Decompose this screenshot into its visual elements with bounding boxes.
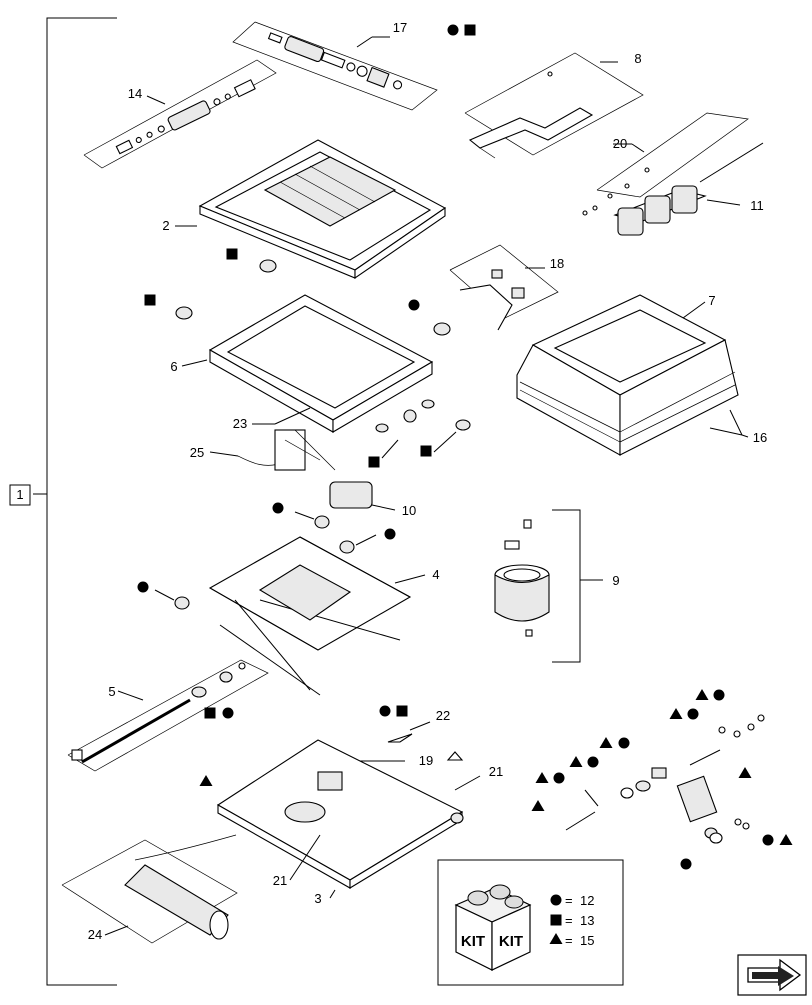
callout-14: 14 [128, 86, 142, 101]
kit-label-right: KIT [499, 933, 523, 950]
part-14-damper-kit [83, 59, 277, 169]
legend-circle-number: 12 [580, 893, 594, 908]
marker-triangle [599, 737, 613, 748]
part-17-damper-kit [232, 21, 438, 111]
marker-triangle [779, 834, 793, 845]
assembly-ref-label: 1 [16, 487, 23, 502]
kit-label-left: KIT [461, 933, 485, 950]
part-25-valve-harness [209, 429, 396, 511]
part-3-base-plate [216, 721, 481, 899]
marker-circle [137, 581, 149, 593]
kit-legend: KIT KIT = 12 = 13 = 15 [437, 859, 624, 986]
marker-circle [447, 24, 459, 36]
callout-2: 2 [162, 218, 169, 233]
bushings [154, 259, 471, 610]
legend-triangle-eq: = [565, 933, 573, 948]
kit-symbol-markers [137, 24, 793, 870]
legend-square-symbol [550, 914, 562, 926]
callout-8: 8 [634, 51, 641, 66]
callout-3: 3 [314, 891, 321, 906]
marker-circle [222, 707, 234, 719]
marker-triangle [695, 689, 709, 700]
marker-circle [379, 705, 391, 717]
marker-square [204, 707, 216, 719]
marker-circle [680, 858, 692, 870]
marker-triangle [669, 708, 683, 719]
marker-square [396, 705, 408, 717]
callout-16: 16 [753, 430, 767, 445]
part-8-bracket [464, 52, 644, 159]
marker-circle [587, 756, 599, 768]
marker-square [368, 456, 380, 468]
marker-circle [687, 708, 699, 720]
part-7-bellows-cover [516, 294, 739, 456]
callout-19: 19 [419, 753, 433, 768]
callout-labels: 17 8 14 20 11 2 18 7 6 16 23 25 10 4 9 5… [88, 20, 767, 942]
marker-square [144, 294, 156, 306]
callout-5: 5 [108, 684, 115, 699]
callout-11: 11 [750, 198, 764, 213]
marker-circle [272, 502, 284, 514]
callout-24: 24 [88, 927, 102, 942]
marker-triangle [531, 800, 545, 811]
part-6-base-frame [181, 294, 434, 433]
marker-square [420, 445, 432, 457]
callout-17: 17 [393, 20, 407, 35]
callout-4: 4 [432, 567, 439, 582]
marker-circle [408, 299, 420, 311]
marker-triangle [535, 772, 549, 783]
part-24-compressor [61, 834, 238, 944]
part-18-lever-kit [449, 244, 559, 331]
marker-triangle [738, 767, 752, 778]
part-9-air-spring [494, 509, 603, 663]
callout-21-right: 21 [489, 764, 503, 779]
callout-6: 6 [170, 359, 177, 374]
marker-circle [384, 528, 396, 540]
legend-square-number: 13 [580, 913, 594, 928]
arrow-next-icon[interactable] [737, 954, 807, 996]
marker-circle [618, 737, 630, 749]
assembly-bracket: 1 [9, 17, 117, 986]
callout-10: 10 [402, 503, 416, 518]
callout-21-bottom: 21 [273, 873, 287, 888]
callout-18: 18 [550, 256, 564, 271]
callout-23: 23 [233, 416, 247, 431]
marker-triangle [569, 756, 583, 767]
callout-20: 20 [613, 136, 627, 151]
callout-7: 7 [708, 293, 715, 308]
callout-9: 9 [612, 573, 619, 588]
legend-triangle-number: 15 [580, 933, 594, 948]
legend-circle-eq: = [565, 893, 573, 908]
part-16-screws [709, 409, 749, 438]
marker-square [464, 24, 476, 36]
marker-triangle [199, 775, 213, 786]
marker-circle [762, 834, 774, 846]
legend-circle-symbol [550, 894, 562, 906]
legend-square-eq: = [565, 913, 573, 928]
callout-22: 22 [436, 708, 450, 723]
part-2-seat-frame [175, 139, 447, 280]
marker-square [226, 248, 238, 260]
part-11-handle-assembly [582, 112, 764, 236]
part-4-scissor-mechanism [208, 536, 426, 696]
marker-circle [713, 689, 725, 701]
kit-box-icon: KIT KIT [454, 884, 532, 971]
part-5-torsion-bar [67, 659, 269, 772]
marker-circle [553, 772, 565, 784]
shock-absorber-kit [565, 714, 765, 844]
callout-25: 25 [190, 445, 204, 460]
